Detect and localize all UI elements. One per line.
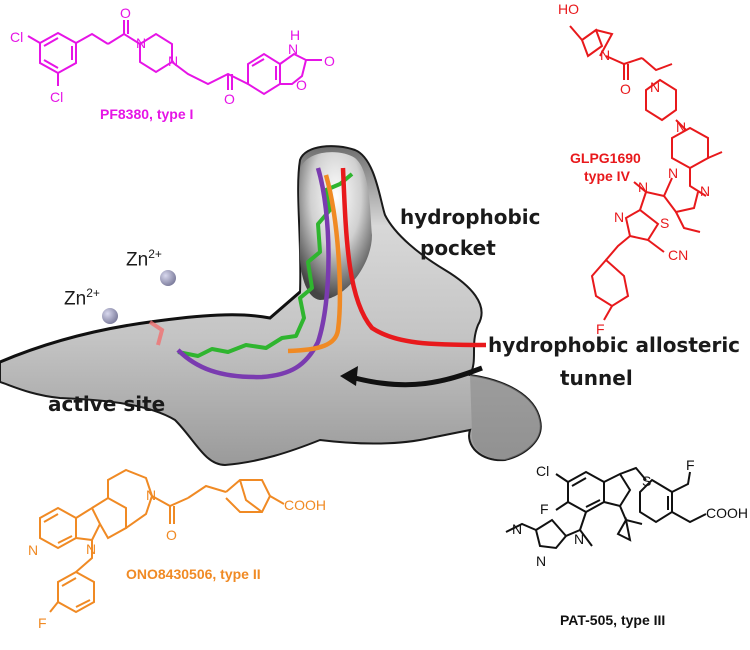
glpg1690-caption-name: GLPG1690 bbox=[570, 150, 641, 166]
glpg1690-atom-f: F bbox=[596, 321, 605, 337]
pf8380-atom-cl-top: Cl bbox=[10, 29, 23, 45]
hydrophobic-pocket-label-line1: hydrophobic bbox=[400, 205, 541, 229]
pf8380-atom-cl-bottom: Cl bbox=[50, 89, 63, 105]
glpg1690-atom-o: O bbox=[620, 81, 631, 97]
zinc-label-1: Zn2+ bbox=[126, 247, 162, 271]
pf8380-atom-o-carbonyl: O bbox=[324, 53, 335, 69]
red-path bbox=[340, 167, 487, 348]
structure-pf8380 bbox=[27, 20, 322, 96]
zinc-label-2: Zn2+ bbox=[64, 286, 100, 310]
glpg1690-atom-n-pip1: N bbox=[650, 79, 660, 95]
glpg1690-atom-n-azetidine: N bbox=[600, 47, 610, 63]
ono-atom-o: O bbox=[166, 527, 177, 543]
ono-atom-f: F bbox=[38, 615, 47, 631]
pf8380-atom-n-3: N bbox=[288, 41, 298, 57]
ono8430506-caption: ONO8430506, type II bbox=[126, 566, 261, 582]
structure-ono8430506 bbox=[39, 468, 285, 614]
glpg1690-atom-s: S bbox=[660, 215, 669, 231]
pf8380-atom-n-2: N bbox=[168, 53, 178, 69]
ono-atom-n-pyridine: N bbox=[28, 542, 38, 558]
zinc-label-2-charge: 2+ bbox=[86, 286, 100, 300]
glpg1690-atom-n-imid: N bbox=[700, 183, 710, 199]
glpg1690-atom-n-bridge: N bbox=[668, 165, 678, 181]
glpg1690-atom-n-pip2: N bbox=[676, 119, 686, 135]
pat505-atom-f-1: F bbox=[540, 501, 549, 517]
pat505-atom-cooh: COOH bbox=[706, 505, 748, 521]
pat505-atom-f-2: F bbox=[686, 457, 695, 473]
glpg1690-atom-cn: CN bbox=[668, 247, 688, 263]
glpg1690-atom-n-thiazole: N bbox=[614, 209, 624, 225]
ono-atom-n-indole: N bbox=[86, 541, 96, 557]
pat505-atom-n-pyrazole-2: N bbox=[536, 553, 546, 569]
ono-atom-cooh: COOH bbox=[284, 497, 326, 513]
allosteric-tunnel-label-line2: tunnel bbox=[560, 366, 633, 390]
zinc-ion-1 bbox=[160, 270, 176, 286]
pf8380-atom-n-1: N bbox=[136, 35, 146, 51]
glpg1690-caption-type: type IV bbox=[584, 168, 630, 184]
pat505-atom-n-pyrazole-1: N bbox=[512, 521, 522, 537]
pat505-atom-s: S bbox=[642, 473, 651, 489]
pf8380-atom-o-ketone: O bbox=[224, 91, 235, 107]
pf8380-atom-h: H bbox=[290, 27, 300, 43]
zinc-ion-2 bbox=[102, 308, 118, 324]
glpg1690-atom-n-methyl: N bbox=[638, 179, 648, 195]
structure-glpg1690 bbox=[569, 25, 723, 321]
pat505-atom-n-indole: N bbox=[574, 531, 584, 547]
active-site-label: active site bbox=[48, 392, 166, 416]
zinc-label-1-symbol: Zn bbox=[126, 249, 149, 271]
zinc-label-2-symbol: Zn bbox=[64, 288, 87, 310]
structure-pat505 bbox=[505, 466, 707, 550]
pat505-caption: PAT-505, type III bbox=[560, 612, 666, 628]
pf8380-atom-o-ring: O bbox=[296, 77, 307, 93]
pf8380-caption: PF8380, type I bbox=[100, 106, 194, 122]
green-ligand-path bbox=[177, 172, 354, 358]
glpg1690-atom-ho: HO bbox=[558, 1, 579, 17]
pf8380-atom-o-ester: O bbox=[120, 5, 131, 21]
purple-path bbox=[176, 167, 331, 380]
ono-atom-n-piperidine: N bbox=[146, 487, 156, 503]
orange-path bbox=[287, 174, 343, 354]
pat505-atom-cl: Cl bbox=[536, 463, 549, 479]
black-arrow bbox=[340, 365, 483, 388]
allosteric-tunnel-label-line1: hydrophobic allosteric bbox=[488, 333, 741, 357]
red-ligand-fragment bbox=[148, 320, 165, 346]
zinc-label-1-charge: 2+ bbox=[148, 247, 162, 261]
hydrophobic-pocket-label-line2: pocket bbox=[420, 236, 496, 260]
surface-shadow-right bbox=[470, 375, 541, 460]
